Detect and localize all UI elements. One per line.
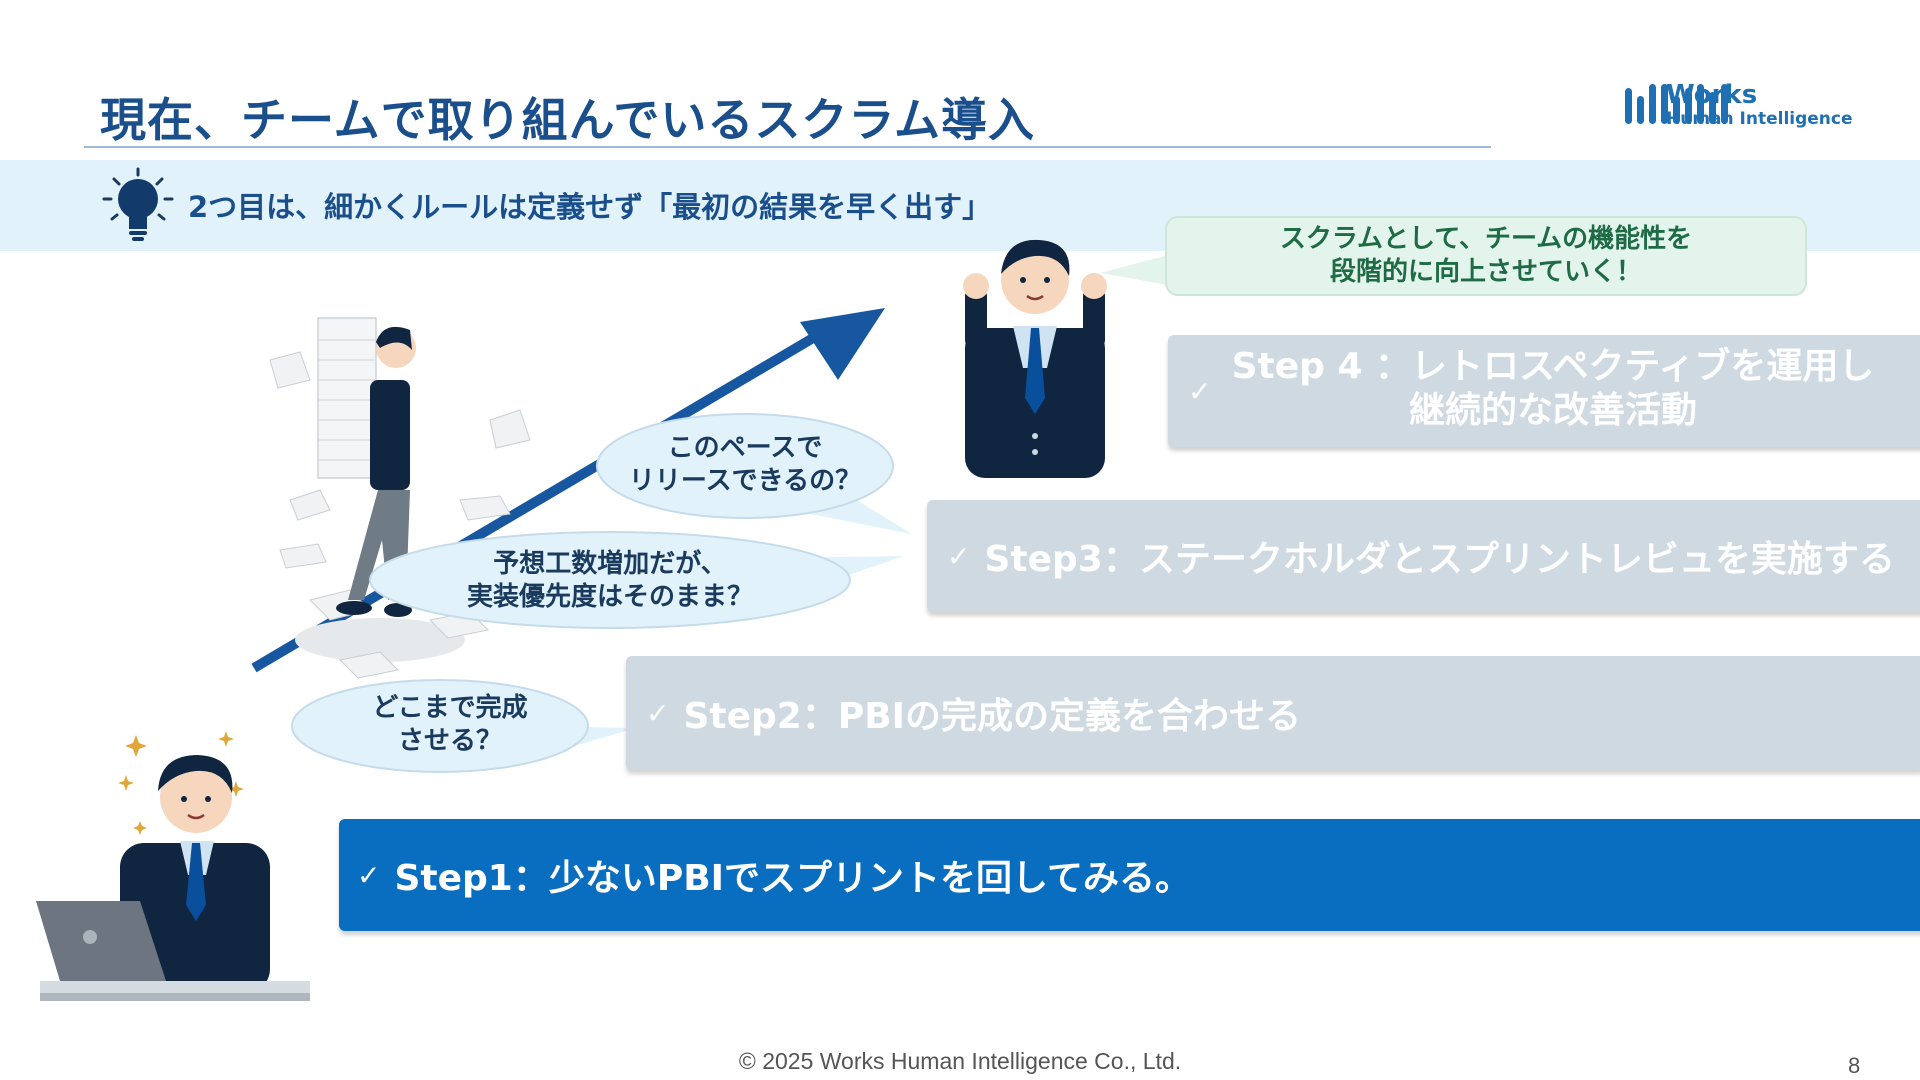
step-1-text: Step1：少ないPBIでスプリントを回してみる。 [394, 858, 1191, 899]
callout-line-2: 段階的に向上させていく！ [1329, 257, 1642, 287]
company-logo-icon [1625, 84, 1728, 124]
bubble-estimate-text: 予想工数増加だが、 実装優先度はそのまま？ [440, 548, 780, 614]
cheering-person-illustration [963, 239, 1107, 478]
person-at-laptop-illustration [36, 731, 310, 1001]
lightbulb-icon [102, 167, 174, 241]
bubble-done-line-2: させる？ [397, 726, 502, 756]
bubble-pace-line-2: リリースできるの？ [628, 466, 862, 496]
step-2-box: ✓ Step2：PBIの完成の定義を合わせる [626, 656, 1920, 770]
bubble-estimate-line-1: 予想工数増加だが、 [493, 549, 727, 579]
title-underline [84, 146, 1491, 148]
bubble-done-line-1: どこまで完成 [372, 693, 528, 723]
page-title: 現在、チームで取り組んでいるスクラム導入 [100, 93, 1035, 147]
step-4-box: ✓ Step 4 ：レトロスペクティブを運用し 継続的な改善活動 [1168, 335, 1920, 447]
logo-subname: Human Intelligence [1666, 109, 1853, 129]
step-4-line-1: Step 4 ：レトロスペクティブを運用し [1231, 346, 1875, 387]
check-icon: ✓ [947, 539, 971, 573]
bubble-done-text: どこまで完成 させる？ [310, 692, 590, 758]
bubble-pace-text: このペースで リリースできるの？ [600, 432, 890, 498]
check-icon: ✓ [1188, 375, 1212, 408]
copyright-footer: © 2025 Works Human Intelligence Co., Ltd… [738, 1048, 1182, 1074]
step-3-box: ✓ Step3：ステークホルダとスプリントレビュを実施する [927, 500, 1920, 612]
callout-line-1: スクラムとして、チームの機能性を [1279, 224, 1693, 254]
banner-text: 2つ目は、細かくルールは定義せず「最初の結果を早く出す」 [188, 190, 992, 224]
step-2-text: Step2：PBIの完成の定義を合わせる [683, 696, 1302, 737]
callout-text: スクラムとして、チームの機能性を 段階的に向上させていく！ [1166, 223, 1806, 289]
logo-name: Works [1666, 80, 1758, 110]
step-3-text: Step3：ステークホルダとスプリントレビュを実施する [984, 539, 1895, 580]
speech-bubble-estimate [369, 531, 904, 629]
step-4-text: Step 4 ：レトロスペクティブを運用し 継続的な改善活動 [1228, 345, 1878, 433]
step-1-box: ✓ Step1：少ないPBIでスプリントを回してみる。 [339, 819, 1920, 931]
bubble-pace-line-1: このペースで [667, 433, 823, 463]
step-4-line-2: 継続的な改善活動 [1408, 390, 1697, 431]
page-number: 8 [1848, 1053, 1861, 1078]
speech-bubble-pace [596, 413, 912, 534]
check-icon: ✓ [357, 858, 381, 892]
bubble-estimate-line-2: 実装優先度はそのまま？ [466, 582, 753, 612]
callout-bubble [1100, 216, 1807, 296]
check-icon: ✓ [646, 696, 670, 730]
speech-bubble-done [291, 679, 636, 773]
